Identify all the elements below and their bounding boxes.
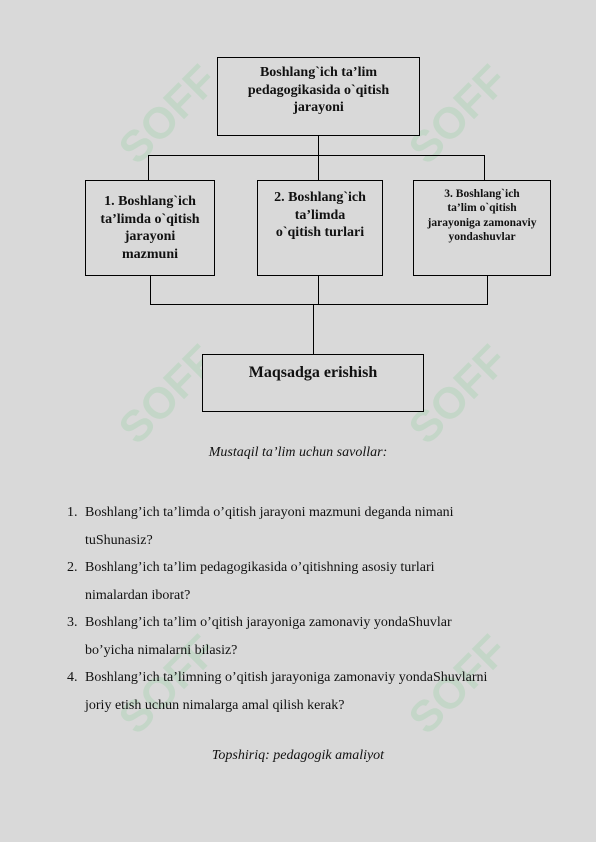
box-line: ta’limda (294, 207, 346, 223)
box-line: 2. Boshlang`ich (274, 190, 366, 205)
box-line: 1. Boshlang`ich (104, 194, 196, 209)
box-line: mazmuni (122, 246, 178, 262)
watermark: SOFF (109, 55, 228, 174)
task-title: Topshiriq: pedagogik amaliyot (211, 748, 385, 763)
connector-line (148, 155, 485, 157)
item-number: 3. (67, 615, 78, 630)
item-text-line: Boshlang’ich ta’limning o’qitish jarayon… (85, 670, 488, 685)
question-list: 1. Boshlang’ich ta’limda o’qitish jarayo… (67, 499, 557, 719)
list-item: 1. Boshlang’ich ta’limda o’qitish jarayo… (67, 499, 557, 554)
box-line: yondashuvlar (448, 231, 516, 244)
box-line: pedagogikasida o`qitish (247, 82, 390, 98)
diagram-goal-box: Maqsadga erishish (202, 354, 424, 412)
diagram-branch-box-3: 3. Boshlang`ich ta’lim o`qitish jarayoni… (413, 180, 551, 276)
connector-line (318, 155, 320, 180)
item-text-line: joriy etish uchun nimalarga amal qilish … (85, 697, 345, 713)
connector-line (484, 155, 486, 180)
connector-line (318, 276, 320, 304)
item-number: 1. (67, 505, 78, 520)
item-number: 4. (67, 670, 78, 685)
connector-line (487, 276, 489, 304)
diagram-top-box: Boshlang`ich ta’lim pedagogikasida o`qit… (217, 57, 420, 136)
connector-line (150, 276, 152, 304)
item-text-line: Boshlang’ich ta’limda o’qitish jarayoni … (85, 505, 454, 520)
item-text-line: tuShunasiz? (85, 532, 153, 548)
box-line: 3. Boshlang`ich (444, 188, 520, 200)
connector-line (148, 155, 150, 180)
diagram-branch-box-2: 2. Boshlang`ich ta’limda o`qitish turlar… (257, 180, 383, 276)
section-title: Mustaqil ta’lim uchun savollar: (208, 445, 388, 460)
item-text-line: bo’yicha nimalarni bilasiz? (85, 642, 238, 658)
item-text-line: Boshlang’ich ta’lim o’qitish jarayoniga … (85, 615, 452, 630)
box-line: jarayoni (293, 100, 344, 115)
box-line: ta’lim o`qitish (447, 202, 517, 215)
list-item: 3. Boshlang’ich ta’lim o’qitish jarayoni… (67, 609, 557, 664)
goal-label: Maqsadga erishish (248, 364, 378, 381)
box-line: ta’limda o`qitish (100, 211, 200, 227)
item-text-line: nimalardan iborat? (85, 587, 191, 603)
connector-line (318, 136, 320, 156)
connector-line (313, 304, 315, 354)
box-line: jarayoniga zamonaviy (427, 216, 537, 229)
list-item: 2. Boshlang’ich ta’lim pedagogikasida o’… (67, 554, 557, 609)
box-line: Boshlang`ich ta’lim (259, 65, 378, 80)
box-line: o`qitish turlari (275, 225, 365, 240)
diagram-branch-box-1: 1. Boshlang`ich ta’limda o`qitish jarayo… (85, 180, 215, 276)
item-number: 2. (67, 560, 78, 575)
item-text-line: Boshlang’ich ta’lim pedagogikasida o’qit… (85, 560, 435, 575)
box-line: jarayoni (124, 229, 176, 244)
list-item: 4. Boshlang’ich ta’limning o’qitish jara… (67, 664, 557, 719)
connector-line (150, 304, 488, 306)
